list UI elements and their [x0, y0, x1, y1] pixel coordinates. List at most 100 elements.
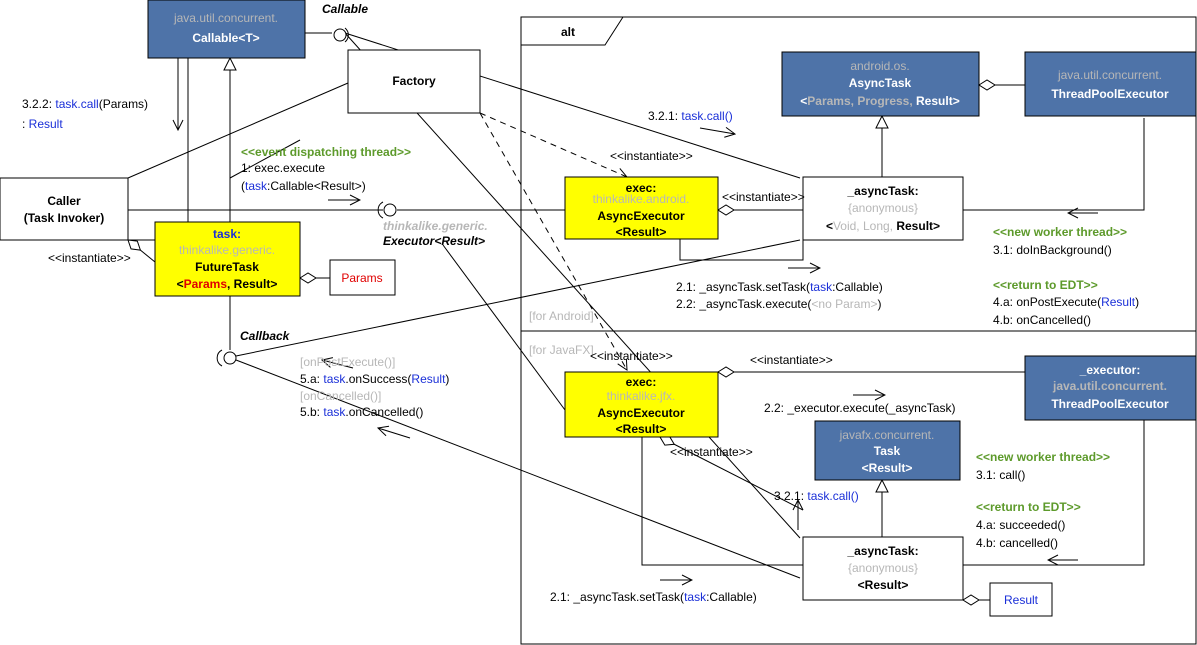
- callable-class: java.util.concurrent. Callable<T>: [147, 0, 306, 59]
- javafx-task-class: javafx.concurrent. Task <Result>: [814, 420, 961, 481]
- on-cancel-guard: [onCancelled()]: [300, 389, 381, 403]
- javafx-executor-msg: 2.2: _executor.execute(_asyncTask): [764, 401, 955, 415]
- javafx-instantiate-anon: <<instantiate>>: [670, 445, 753, 459]
- callback-to-android-anon: [235, 239, 801, 357]
- on-post-guard: [onPostExecute()]: [300, 355, 395, 369]
- alt-frame: alt [for Android] [for JavaFX]: [520, 16, 1197, 645]
- caller-box: Caller (Task Invoker): [0, 177, 129, 241]
- jfx-exec-anon-loop: [641, 437, 803, 566]
- factory-instantiate-javafx: [479, 112, 627, 370]
- asynctask-pkg: android.os.: [850, 59, 909, 73]
- params-label: Params: [341, 271, 382, 285]
- params-box: Params: [329, 259, 396, 296]
- callback-msg-b: 5.b: task.onCancelled(): [300, 405, 423, 419]
- android-call-msg: 3.2.1: task.call(): [648, 109, 733, 123]
- javafx-succeeded: 4.a: succeeded(): [976, 518, 1065, 532]
- factory-label: Factory: [392, 74, 436, 88]
- result-label: Result: [1004, 593, 1039, 607]
- javafx-executor-name: _executor:: [1079, 363, 1141, 377]
- javafx-executor-object: _executor: java.util.concurrent. ThreadP…: [1024, 355, 1197, 421]
- exec-anon-loop: [679, 239, 804, 261]
- javafx-cancelled: 4.b: cancelled(): [976, 536, 1058, 550]
- pool-pkg: java.util.concurrent.: [1057, 68, 1162, 82]
- guard-javafx: [for JavaFX]: [529, 343, 594, 357]
- result-box: Result: [989, 582, 1053, 617]
- executor-name: Executor<Result>: [383, 234, 485, 248]
- javafx-executor-pkg: java.util.concurrent.: [1052, 379, 1167, 393]
- executor-to-javafx-exec: [442, 244, 566, 411]
- javafx-instantiate-exec: <<instantiate>>: [590, 349, 673, 363]
- caller-line1: Caller: [47, 194, 81, 208]
- caller-instantiate: <<instantiate>>: [48, 251, 131, 265]
- event-thread-label: <<event dispatching thread>>: [241, 145, 411, 159]
- javafx-exec-generic: <Result>: [616, 422, 667, 436]
- task-object: task: thinkalike.generic. FutureTask <Pa…: [154, 221, 301, 297]
- android-exec-generic: <Result>: [616, 225, 667, 239]
- task-name: task:: [213, 227, 241, 241]
- javafx-call-msg: 3.2.1: task.call(): [774, 489, 859, 503]
- javafx-anon-name: _asyncTask:: [846, 544, 918, 558]
- android-cancel-msg: 4.b: onCancelled(): [993, 313, 1091, 327]
- javafx-exec-object: exec: thinkalike.jfx. AsyncExecutor <Res…: [564, 371, 719, 438]
- javafx-settask-msg: 2.1: _asyncTask.setTask(task:Callable): [550, 590, 757, 604]
- executor-to-anon: [963, 420, 1145, 566]
- javafx-instantiate-executor: <<instantiate>>: [750, 353, 833, 367]
- asynctask-generics: <Params, Progress, Result>: [800, 94, 959, 108]
- android-anon-object: _asyncTask: {anonymous} <Void, Long, Res…: [802, 176, 964, 241]
- android-edt-label: <<return to EDT>>: [993, 278, 1098, 292]
- caller-to-factory: [127, 82, 349, 179]
- android-exec-object: exec: thinkalike.android. AsyncExecutor …: [564, 176, 719, 240]
- caller-line2: (Task Invoker): [24, 211, 104, 225]
- task-generics: <Params, Result>: [177, 277, 278, 291]
- pool-name: ThreadPoolExecutor: [1051, 87, 1169, 101]
- guard-android: [for Android]: [529, 309, 594, 323]
- execute-msg: 1: exec.execute: [241, 161, 325, 175]
- factory-box: Factory: [347, 49, 481, 114]
- executor-lollipop: thinkalike.generic. Executor<Result>: [377, 201, 488, 248]
- callback-lollipop: Callback: [216, 329, 291, 367]
- javafx-executor-cls: ThreadPoolExecutor: [1051, 397, 1169, 411]
- callable-to-javafx-anon: [344, 32, 801, 539]
- factory-caller-link: [229, 139, 301, 179]
- javafx-exec-name: exec:: [626, 375, 657, 389]
- jfx-exec-anon: [659, 435, 804, 511]
- javafx-exec-cls: AsyncExecutor: [597, 406, 685, 420]
- android-post-msg: 4.a: onPostExecute(Result): [993, 295, 1139, 309]
- callable-interface-label: Callable: [322, 2, 368, 16]
- callable-name: Callable<T>: [192, 31, 259, 45]
- callable-lollipop: Callable: [305, 2, 368, 43]
- callback-label: Callback: [240, 329, 291, 343]
- android-exec-pkg: thinkalike.android.: [593, 192, 690, 206]
- android-instantiate-exec: <<instantiate>>: [610, 149, 693, 163]
- alt-frame-tag: alt: [561, 25, 575, 39]
- javafx-task-name: Task: [874, 444, 901, 458]
- javafx-call: 3.1: call(): [976, 468, 1025, 482]
- javafx-anon-generic: <Result>: [858, 578, 909, 592]
- javafx-edt-label: <<return to EDT>>: [976, 500, 1081, 514]
- javafx-anon-object: _asyncTask: {anonymous} <Result>: [802, 536, 964, 601]
- android-instantiate-anon: <<instantiate>>: [722, 190, 805, 204]
- task-cls: FutureTask: [195, 260, 259, 274]
- connectors: [127, 32, 1145, 606]
- android-anon-generics: <Void, Long, Result>: [826, 219, 940, 233]
- factory-instantiate-android: [479, 112, 627, 177]
- executor-pkg: thinkalike.generic.: [383, 219, 488, 233]
- callable-pkg: java.util.concurrent.: [173, 11, 278, 25]
- asynctask-name: AsyncTask: [849, 76, 912, 90]
- android-anon-anon: {anonymous}: [848, 201, 918, 215]
- android-asynctask-class: android.os. AsyncTask <Params, Progress,…: [781, 51, 980, 117]
- android-settask-msg: 2.1: _asyncTask.setTask(task:Callable): [676, 280, 883, 294]
- android-exec-name: exec:: [626, 181, 657, 195]
- callable-call-msg: 3.2.2: task.call(Params): [22, 97, 148, 111]
- javafx-exec-pkg: thinkalike.jfx.: [607, 389, 676, 403]
- task-pkg: thinkalike.generic.: [179, 243, 275, 257]
- android-exec-cls: AsyncExecutor: [597, 209, 685, 223]
- javafx-task-pkg: javafx.concurrent.: [839, 428, 935, 442]
- callback-msg-a: 5.a: task.onSuccess(Result): [300, 372, 449, 386]
- pool-to-anon: [963, 118, 1145, 211]
- execute-msg-args: (task:Callable<Result>): [241, 179, 366, 193]
- android-worker-label: <<new worker thread>>: [993, 225, 1127, 239]
- android-execute-msg: 2.2: _asyncTask.execute(<no Param>): [676, 297, 881, 311]
- javafx-worker-label: <<new worker thread>>: [976, 450, 1110, 464]
